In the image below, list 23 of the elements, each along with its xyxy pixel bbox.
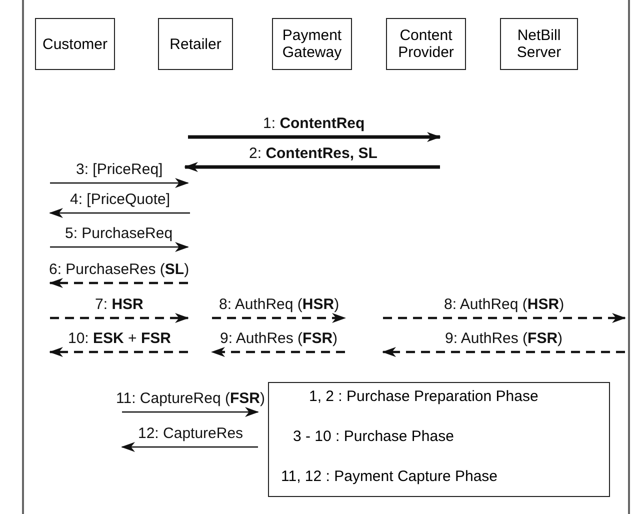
message-label: 9: AuthRes (FSR) [445, 330, 563, 347]
message-label: 8: AuthReq (HSR) [444, 296, 564, 313]
message-label: 5: PurchaseReq [65, 225, 173, 242]
message-label: 10: ESK + FSR [68, 330, 171, 347]
message-label: 2: ContentRes, SL [249, 145, 378, 162]
phase-text: 3 - 10 : Purchase Phase [293, 428, 454, 445]
message-label: 8: AuthReq (HSR) [219, 296, 340, 313]
phase-legend-box [268, 382, 610, 497]
participant-box: Payment Gateway [272, 18, 352, 70]
message-label: 6: PurchaseRes (SL) [49, 261, 190, 278]
participant-box: Customer [35, 18, 115, 70]
message-label: 11: CaptureReq (FSR) [116, 390, 265, 407]
participant-box: Content Provider [386, 18, 466, 70]
message-label: 12: CaptureRes [138, 425, 244, 442]
phase-text: 11, 12 : Payment Capture Phase [281, 468, 498, 485]
message-label: 9: AuthRes (FSR) [220, 330, 338, 347]
participant-box: NetBill Server [500, 18, 578, 70]
message-label: 3: [PriceReq] [76, 161, 163, 178]
message-label: 1: ContentReq [263, 115, 365, 132]
message-label: 4: [PriceQuote] [70, 191, 170, 208]
participant-box: Retailer [158, 18, 233, 70]
message-label: 7: HSR [95, 296, 144, 313]
phase-text: 1, 2 : Purchase Preparation Phase [309, 388, 538, 405]
